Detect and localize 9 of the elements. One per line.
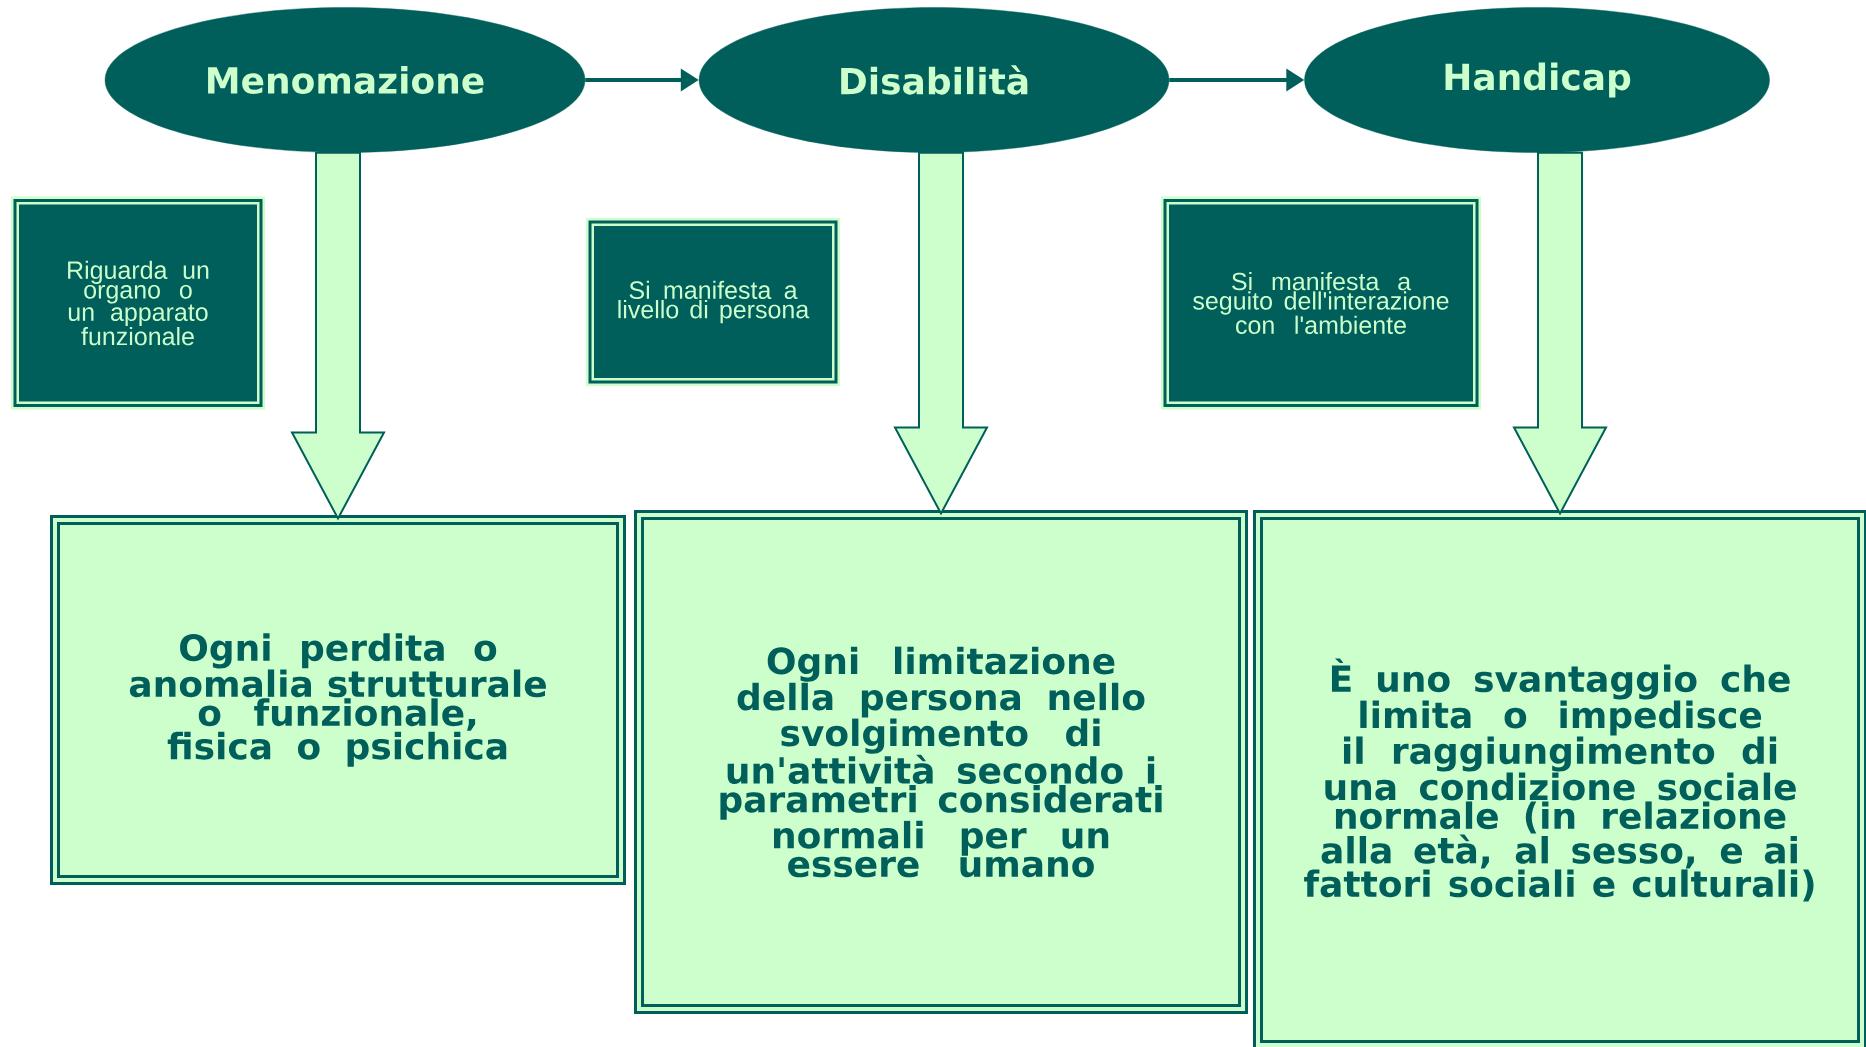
note-box: Riguarda un organo o un apparato funzionale (11, 196, 265, 410)
definition-box: Ogni limitazione della persona nello svolgimento di un'attività secondo i parametri considerati normali per un essere umano (634, 510, 1248, 1014)
definition-box: Ogni perdita o anomalia strutturale o funzionale, fisica o psichica (50, 515, 626, 885)
block-arrow (1512, 151, 1608, 516)
block-arrow (290, 151, 386, 521)
note-box: Si manifesta a seguito dell'interazione con l'ambiente (1161, 196, 1481, 410)
block-arrow (893, 151, 989, 516)
definition-box: È uno svantaggio che limita o impedisce il raggiungimento di una condizione sociale normale (in relazione alla età, al sesso, e ai fattori sociali e culturali) (1253, 510, 1866, 1047)
note-box: Si manifesta a livello di persona (586, 218, 840, 386)
